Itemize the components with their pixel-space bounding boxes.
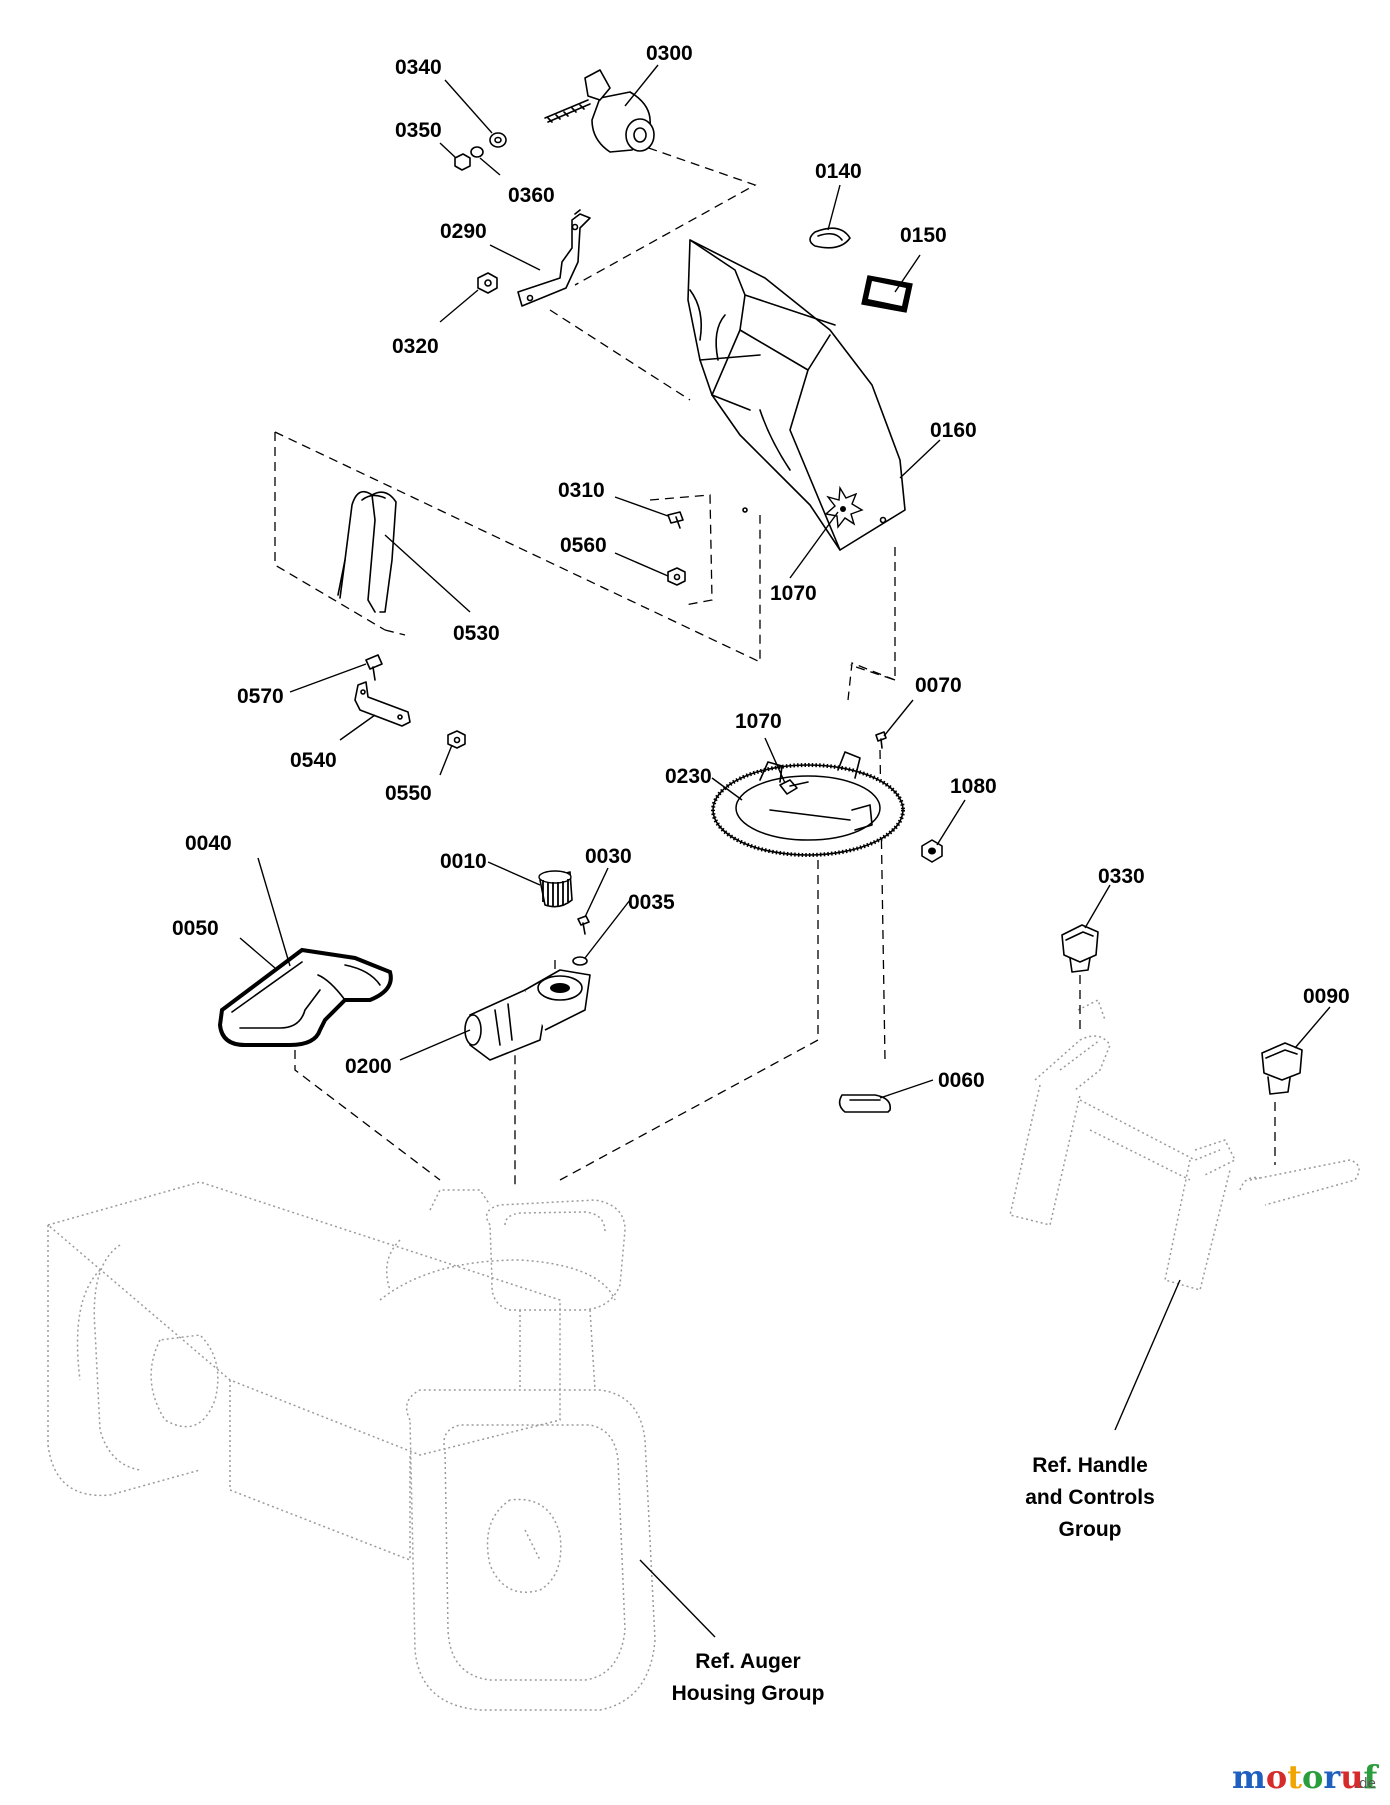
callout-0300: 0300 <box>646 42 693 65</box>
part-0160-chute <box>687 239 906 551</box>
callout-0200: 0200 <box>345 1055 392 1078</box>
callout-labels: 0340 0300 0350 0360 0140 0150 0290 0320 … <box>172 42 1350 1092</box>
callout-1070-chute: 1070 <box>770 582 817 605</box>
part-0550-nut <box>447 730 466 749</box>
watermark-letter: o <box>1302 1758 1323 1796</box>
part-0560-nut <box>667 567 686 586</box>
part-1070-bolt-gear <box>779 779 809 795</box>
callout-0530: 0530 <box>453 622 500 645</box>
part-0530-rod <box>337 490 397 613</box>
auger-housing-ghost <box>47 1181 656 1711</box>
part-0070-bolt <box>875 731 887 749</box>
part-0360-washer <box>470 146 484 158</box>
watermark-tld: .de <box>1355 1775 1376 1792</box>
watermark-letter: t <box>1287 1758 1302 1796</box>
callout-0560: 0560 <box>560 534 607 557</box>
ref-handle-line2: and Controls <box>1025 1486 1155 1509</box>
watermark-letter: r <box>1323 1758 1341 1796</box>
ref-auger-line2: Housing Group <box>672 1682 825 1705</box>
part-0030-screw <box>577 915 590 935</box>
callout-0320: 0320 <box>392 335 439 358</box>
callout-0360: 0360 <box>508 184 555 207</box>
callout-0540: 0540 <box>290 749 337 772</box>
callout-0070: 0070 <box>915 674 962 697</box>
callout-0090: 0090 <box>1303 985 1350 1008</box>
ref-handle-line3: Group <box>1059 1518 1122 1541</box>
part-0200-gearbox <box>464 969 591 1061</box>
watermark-letter: u <box>1340 1758 1363 1796</box>
callout-0010: 0010 <box>440 850 487 873</box>
part-0340-washer <box>489 132 507 148</box>
part-0010-gear <box>538 870 573 908</box>
watermark-brand: motoruf <box>1232 1758 1379 1796</box>
callout-0150: 0150 <box>900 224 947 247</box>
callout-0230: 0230 <box>665 765 712 788</box>
callout-0035: 0035 <box>628 891 675 914</box>
part-0300-motor <box>544 69 655 153</box>
part-0570-bolt <box>365 654 383 681</box>
callout-0140: 0140 <box>815 160 862 183</box>
part-0310-bolt <box>667 511 684 529</box>
leader-lines <box>239 64 1331 1638</box>
watermark-letter: f <box>1363 1758 1379 1796</box>
callout-0290: 0290 <box>440 220 487 243</box>
callout-0160: 0160 <box>930 419 977 442</box>
callout-0060: 0060 <box>938 1069 985 1092</box>
callout-0330: 0330 <box>1098 865 1145 888</box>
callout-1070-gear: 1070 <box>735 710 782 733</box>
part-0290-bracket <box>517 209 591 307</box>
callout-0310: 0310 <box>558 479 605 502</box>
part-0230-ring-gear <box>711 751 905 857</box>
callout-0570: 0570 <box>237 685 284 708</box>
callout-0030: 0030 <box>585 845 632 868</box>
part-0540-bracket <box>354 681 411 727</box>
part-0320-nut <box>477 272 498 294</box>
part-0140-clip <box>809 227 851 249</box>
part-1080-nut <box>921 839 943 863</box>
part-0350-nut <box>454 153 471 171</box>
watermark-logo: motoruf .de <box>1232 1758 1379 1796</box>
callout-0550: 0550 <box>385 782 432 805</box>
part-0050-cover <box>217 947 393 1047</box>
part-0330-switch <box>1061 924 1099 973</box>
watermark-letter: o <box>1266 1758 1287 1796</box>
part-0090-switch <box>1261 1042 1303 1095</box>
callout-0350: 0350 <box>395 119 442 142</box>
callout-0040: 0040 <box>185 832 232 855</box>
ref-handle-line1: Ref. Handle <box>1032 1454 1148 1477</box>
reference-labels: Ref. Handle and Controls Group Ref. Auge… <box>672 1454 1155 1705</box>
part-0150-label <box>861 275 913 313</box>
callout-0050: 0050 <box>172 917 219 940</box>
handle-controls-ghost <box>1009 999 1360 1291</box>
callout-1080: 1080 <box>950 775 997 798</box>
watermark-letter: m <box>1232 1758 1266 1796</box>
ref-auger-line1: Ref. Auger <box>695 1650 800 1673</box>
callout-0340: 0340 <box>395 56 442 79</box>
part-0035-washer <box>572 956 588 966</box>
